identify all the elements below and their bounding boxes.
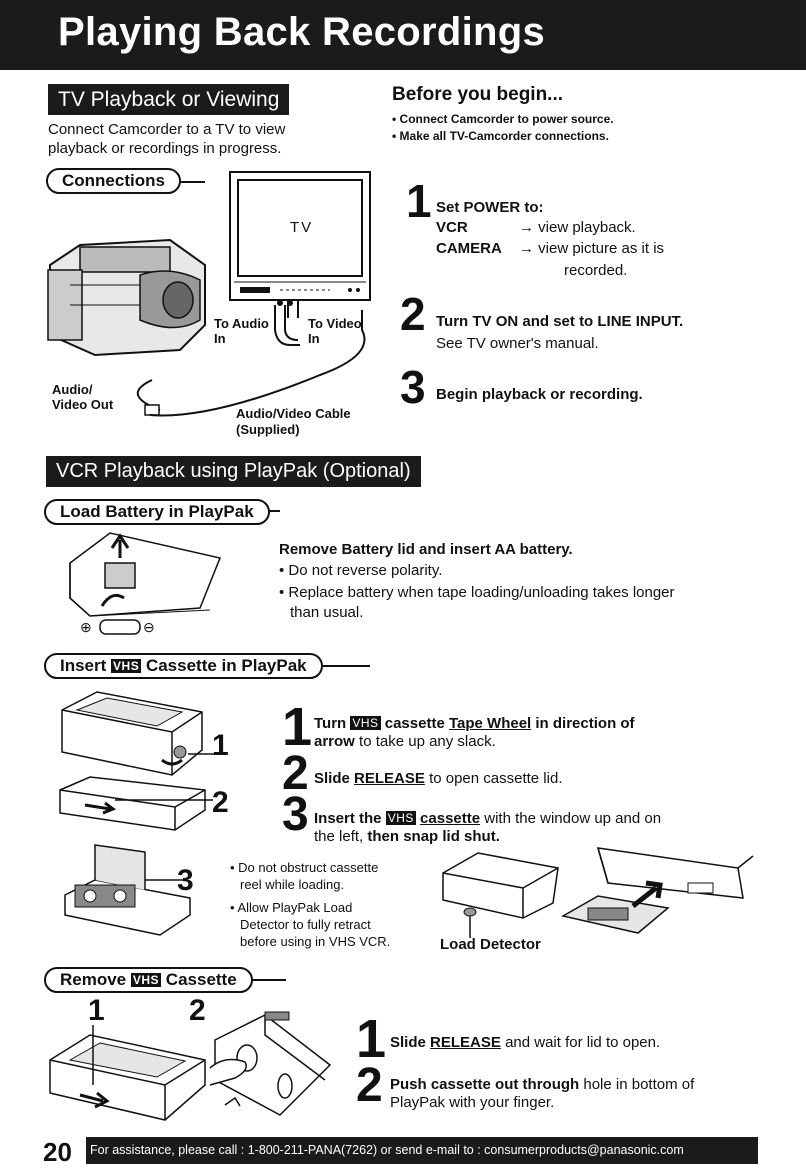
load-detector-label: Load Detector [440, 936, 541, 953]
battery-label: Load Battery in PlayPak [44, 499, 270, 525]
battery-plus-icon: ⊕ [80, 619, 92, 635]
remove-step-1-line: Slide RELEASE and wait for lid to open. [390, 1034, 661, 1051]
insert-note-2b: Detector to fully retract [240, 917, 371, 932]
to-audio-in-label-2: In [214, 331, 226, 346]
insert-callout-2: 2 [212, 786, 229, 819]
tv-step-2-number: 2 [400, 288, 426, 340]
remove-step2-illustration [209, 1011, 332, 1116]
footer-assistance: For assistance, please call : 1-800-211-… [86, 1137, 758, 1164]
tv-intro-line1: Connect Camcorder to a TV to view [48, 121, 286, 138]
tv-step-3-title: Begin playback or recording. [436, 386, 643, 403]
battery-bullet-1: • Do not reverse polarity. [279, 562, 443, 579]
before-heading: Before you begin... [392, 84, 564, 105]
insert-note-1b: reel while loading. [240, 877, 345, 892]
vhs-logo: VHS [350, 716, 381, 730]
insert-label-post: Cassette in PlayPak [145, 656, 307, 675]
insert-note-1: • Do not obstruct cassette [230, 860, 379, 875]
vhs-logo: VHS [385, 811, 416, 825]
load-detector-illustration [442, 847, 754, 938]
insert-step-1-number: 1 [282, 697, 313, 757]
before-item-1: • Connect Camcorder to power source. [392, 112, 614, 126]
battery-title: Remove Battery lid and insert AA battery… [279, 541, 573, 558]
remove-step-2-number: 2 [356, 1059, 383, 1112]
tv-step-1-number: 1 [406, 175, 432, 227]
insert-note-2: • Allow PlayPak Load [230, 900, 353, 915]
remove-step-2-line1: Push cassette out through hole in bottom… [390, 1076, 695, 1093]
tv-step-1-vcr-value: → view playback. [519, 219, 636, 236]
insert-step-1-line2: arrow to take up any slack. [314, 733, 496, 750]
remove-step1-illustration [49, 1025, 206, 1121]
to-video-in-label-2: In [308, 331, 320, 346]
insert-note-2c: before using in VHS VCR. [240, 934, 391, 949]
remove-label-post: Cassette [165, 970, 237, 989]
insert-step-3-number: 3 [282, 788, 309, 841]
insert-label: Insert VHS Cassette in PlayPak [44, 653, 323, 679]
remove-label: Remove VHS Cassette [44, 967, 253, 993]
tv-section-heading: TV Playback or Viewing [48, 84, 290, 115]
before-item-2: • Make all TV-Camcorder connections. [392, 129, 609, 143]
battery-illustration [69, 532, 222, 635]
remove-step-2-line2: PlayPak with your finger. [390, 1094, 555, 1111]
tv-step-1-camera-value-2: recorded. [564, 262, 628, 279]
battery-bullet-2b: than usual. [290, 604, 364, 621]
remove-step-1-number: 1 [356, 1009, 387, 1069]
insert-callout-3: 3 [177, 864, 194, 897]
tv-step-1-vcr-key: VCR [436, 219, 468, 236]
insert-step-2-line: Slide RELEASE to open cassette lid. [314, 770, 563, 787]
insert-step-3-line2: the left, then snap lid shut. [314, 828, 500, 845]
battery-minus-icon: ⊖ [143, 619, 155, 635]
insert-callout-1: 1 [212, 729, 229, 762]
remove-callout-2: 2 [189, 994, 206, 1027]
remove-label-pre: Remove [60, 970, 127, 989]
battery-bullet-2: • Replace battery when tape loading/unlo… [279, 584, 675, 601]
remove-callout-1: 1 [88, 994, 105, 1027]
av-cable-illustration [149, 300, 366, 417]
tv-step-2-sub: See TV owner's manual. [436, 335, 599, 352]
page-number: 20 [43, 1137, 72, 1167]
insert-step-1-line1: Turn VHS cassette Tape Wheel in directio… [314, 715, 635, 732]
camcorder-illustration [47, 238, 206, 416]
header-bar [0, 0, 806, 70]
vhs-logo: VHS [111, 659, 142, 673]
insert-step3-illustration [64, 844, 191, 936]
insert-step1-illustration [61, 691, 217, 776]
tv-illustration [229, 171, 371, 318]
tv-step-1-title: Set POWER to: [436, 199, 544, 216]
insert-step2-illustration [59, 776, 213, 831]
page-title: Playing Back Recordings [58, 10, 546, 54]
to-video-in-label-1: To Video [308, 316, 362, 331]
av-out-label-1: Audio/ [52, 382, 93, 397]
tv-step-2-title: Turn TV ON and set to LINE INPUT. [436, 313, 684, 330]
tv-step-3-number: 3 [400, 361, 426, 413]
vhs-logo: VHS [130, 973, 162, 987]
av-out-label-2: Video Out [52, 397, 114, 412]
insert-label-pre: Insert [60, 656, 107, 675]
insert-step-3-line1: Insert the VHS cassette with the window … [314, 810, 662, 827]
connections-label: Connections [46, 168, 181, 194]
av-cable-label-1: Audio/Video Cable [236, 406, 351, 421]
tv-step-1-camera-key: CAMERA [436, 240, 502, 257]
insert-step-2-number: 2 [282, 747, 309, 800]
tv-screen-label: TV [290, 219, 314, 236]
vcr-section-heading: VCR Playback using PlayPak (Optional) [46, 456, 421, 487]
tv-step-1-camera-value: → view picture as it is [519, 240, 665, 257]
tv-intro-line2: playback or recordings in progress. [48, 140, 282, 157]
av-cable-label-2: (Supplied) [236, 422, 300, 437]
to-audio-in-label-1: To Audio [214, 316, 269, 331]
